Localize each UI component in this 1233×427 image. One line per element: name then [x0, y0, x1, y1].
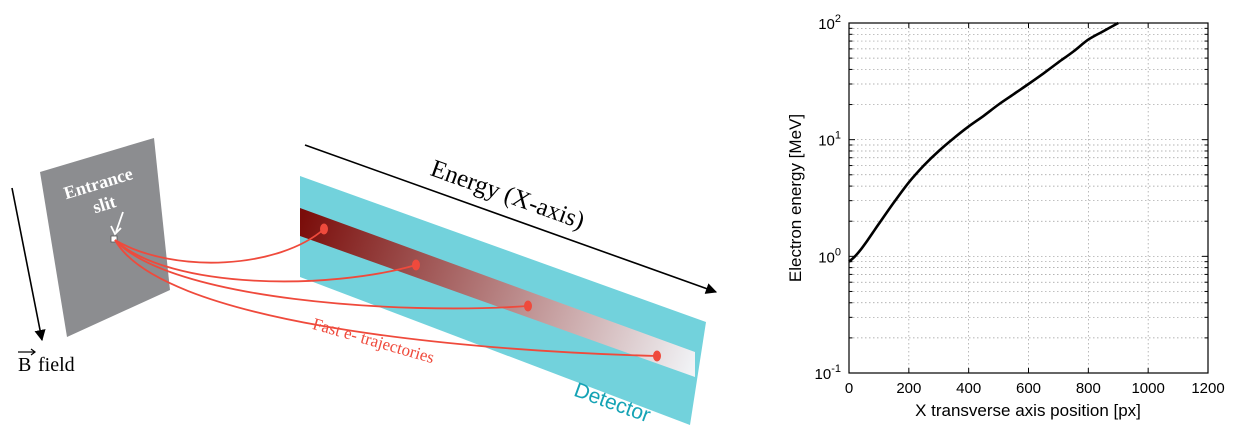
y-tick-label: 10-1: [815, 363, 841, 383]
slit-pointer-arrowhead: [110, 225, 122, 236]
entrance-slit-aperture: [110, 235, 118, 243]
energy-calibration-chart: 0 200 400 600 800 1000 1200 10-1 100 101 102 X tr…: [786, 13, 1225, 420]
electron-trajectories: [114, 228, 658, 357]
impact-point-4: [653, 350, 661, 362]
x-tick-label: 800: [1076, 380, 1101, 397]
detector-signal-band: [300, 208, 695, 377]
series-line-energy: [848, 21, 1119, 263]
x-tick-label: 0: [845, 380, 853, 397]
trajectory-1: [114, 228, 325, 264]
impact-point-1: [320, 223, 328, 235]
x-tick-label: 400: [956, 380, 981, 397]
chart-grid: [849, 23, 1208, 373]
entrance-slit-plate: [40, 138, 170, 337]
x-tick-label: 1000: [1131, 380, 1164, 397]
slit-pointer-arrow: [115, 211, 124, 233]
b-field-label: field: [38, 354, 75, 376]
y-axis-label: Electron energy [MeV]: [786, 114, 805, 282]
impact-point-3: [524, 300, 532, 312]
energy-axis-label: Energy (X-axis): [427, 155, 588, 235]
energy-axis-arrow: [304, 144, 718, 294]
x-tick-label: 200: [896, 380, 921, 397]
impact-points: [320, 223, 661, 362]
x-axis-label: X transverse axis position [px]: [915, 401, 1141, 420]
trajectory-4: [114, 239, 658, 357]
y-tick-label: 102: [818, 13, 841, 33]
b-field-label-group: B field: [18, 348, 75, 376]
b-field-arrow: [11, 187, 46, 342]
x-tick-label: 600: [1016, 380, 1041, 397]
y-tick-label: 101: [818, 130, 841, 150]
y-ticks: 10-1 100 101 102: [815, 13, 1208, 383]
x-tick-label: 1200: [1191, 380, 1224, 397]
trajectory-3: [114, 239, 529, 310]
b-vector-arrowhead: [30, 348, 36, 356]
trajectories-label: Fast e- trajectories: [311, 314, 437, 367]
b-vector-letter: B: [18, 354, 31, 376]
impact-point-2: [412, 259, 420, 271]
x-ticks: 0 200 400 600 800 1000 1200: [845, 23, 1225, 397]
spectrometer-diagram: B field Entrance slit Energy (X-axis) De…: [11, 138, 718, 427]
y-tick-label: 100: [818, 246, 841, 266]
trajectory-2: [114, 239, 417, 283]
